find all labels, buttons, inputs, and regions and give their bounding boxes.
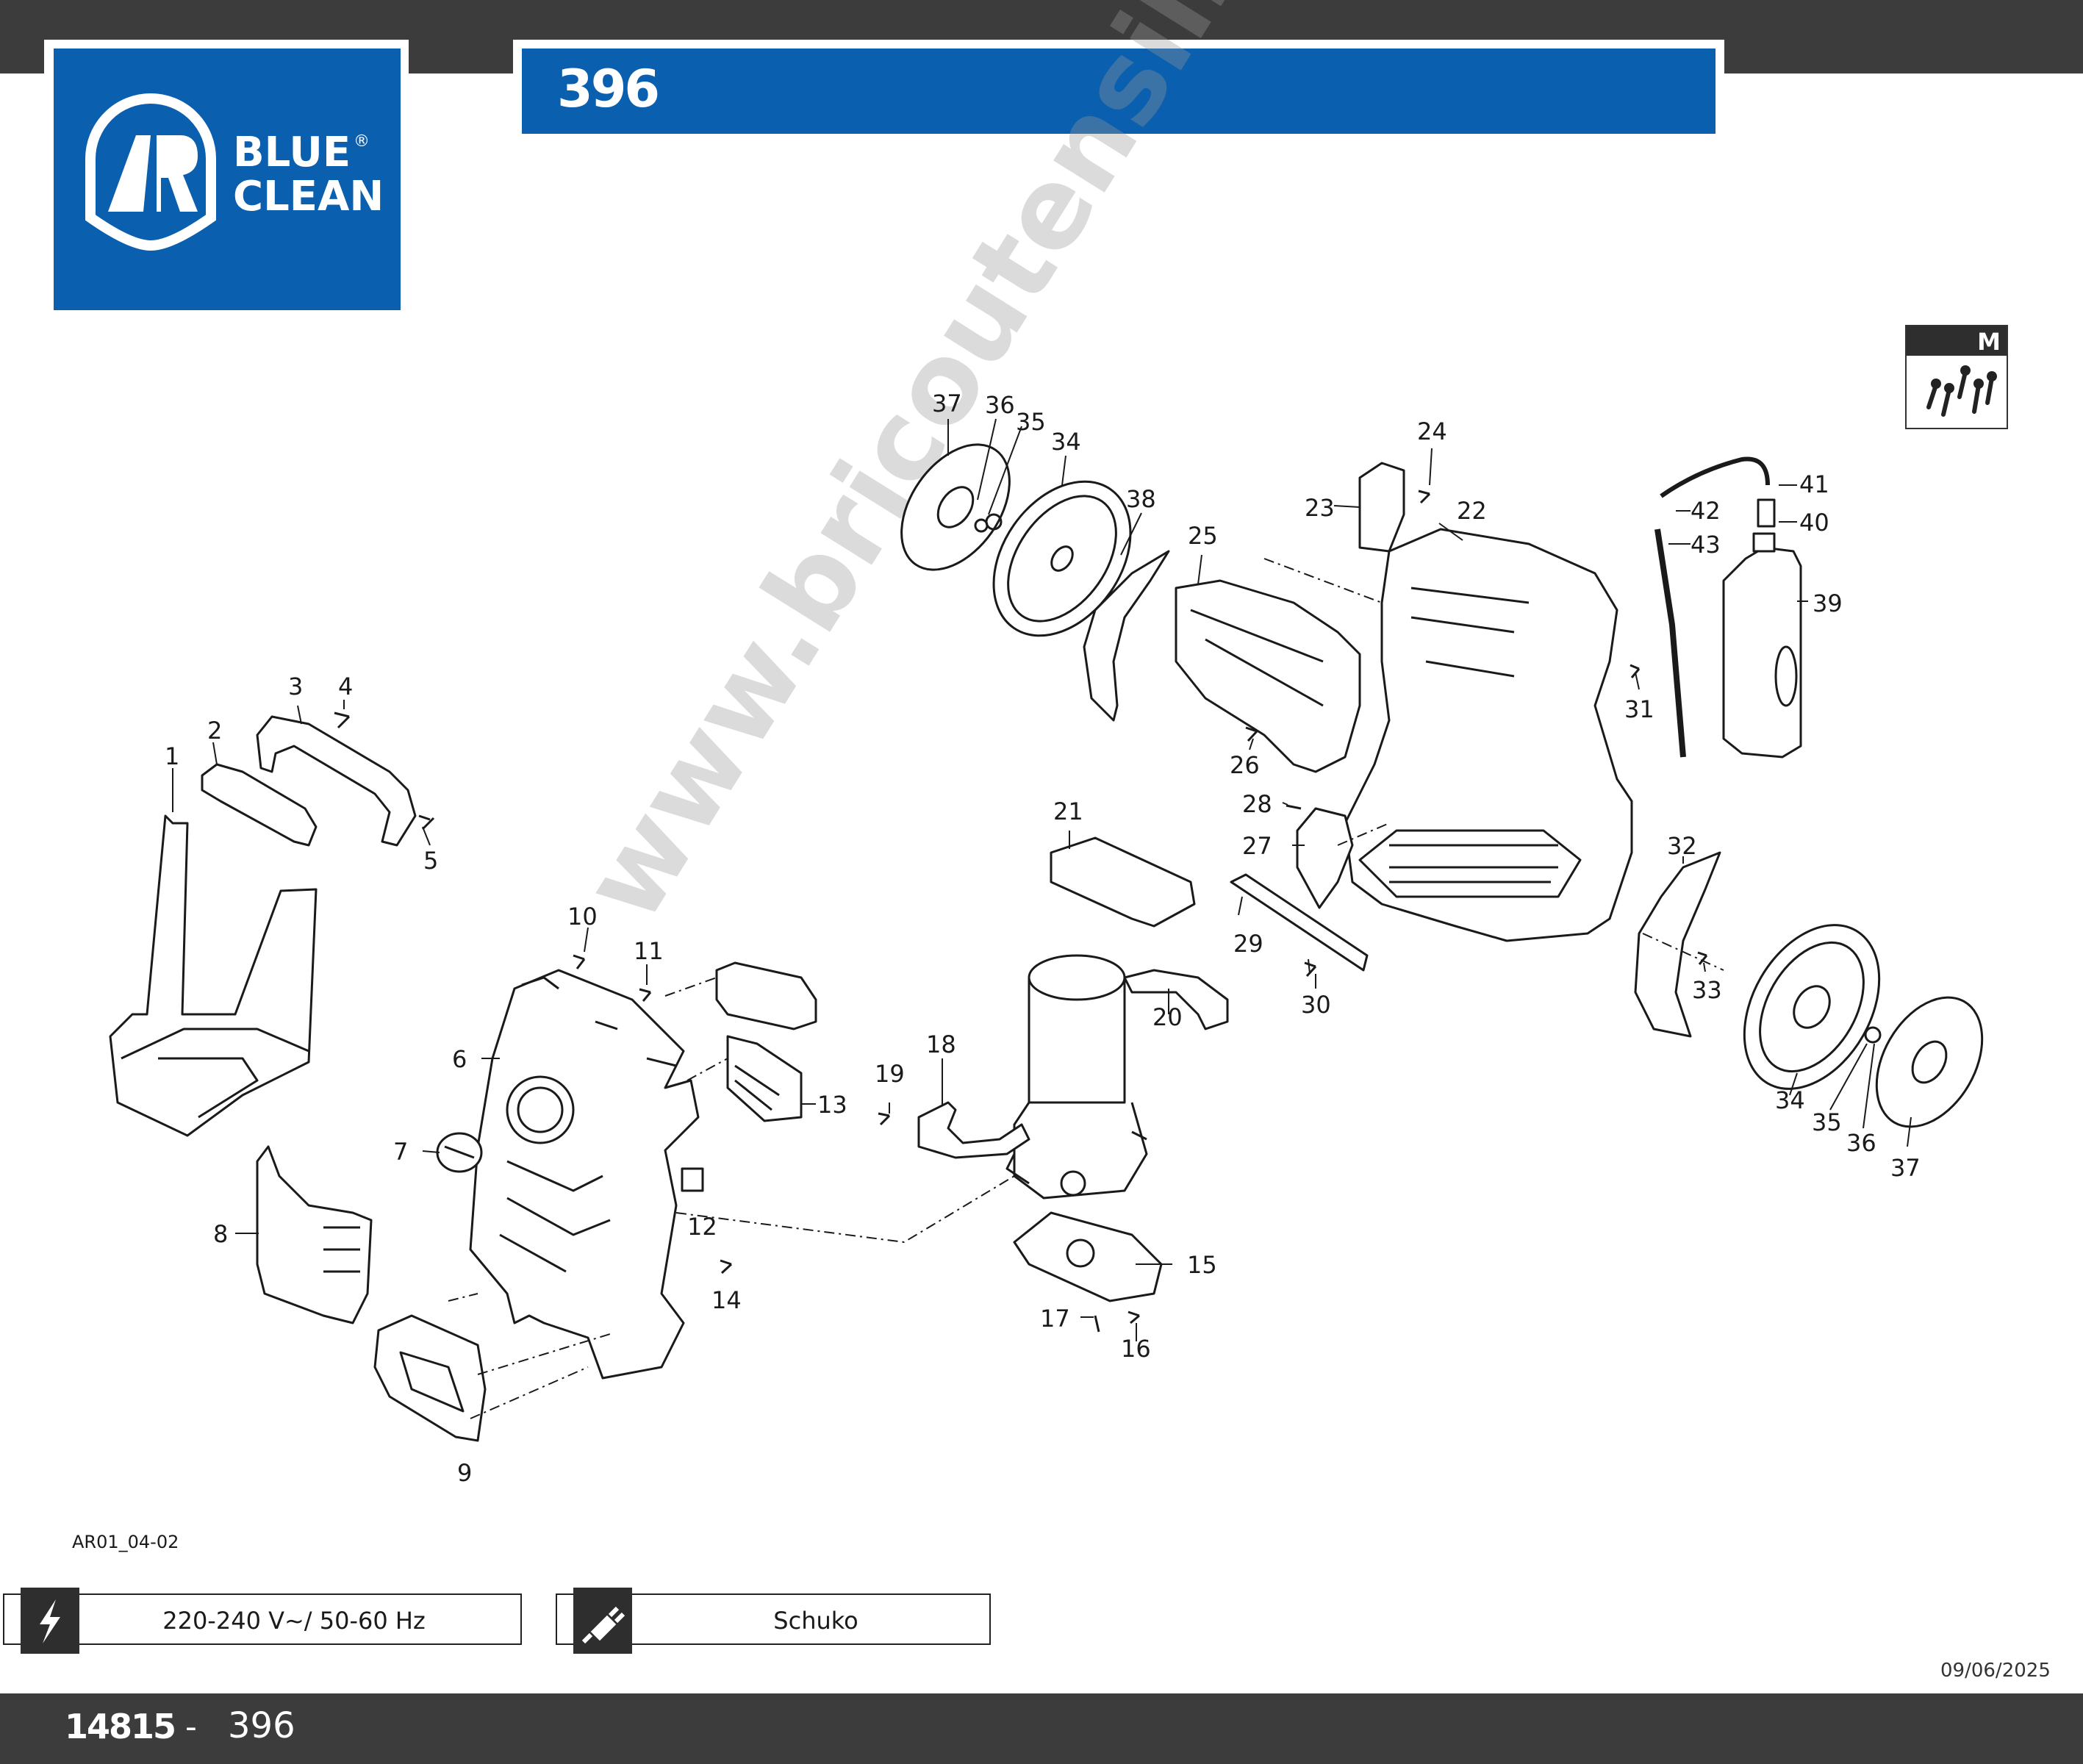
bottom-bar (0, 1693, 2083, 1764)
callout-26: 26 (1230, 751, 1260, 779)
part-handle (256, 715, 417, 847)
callout-19: 19 (875, 1060, 905, 1088)
part-base-plate (1013, 1211, 1163, 1302)
part-detergent-tank (1722, 532, 1802, 759)
callout-28: 28 (1242, 790, 1272, 818)
part-front-cover (469, 969, 700, 1380)
callout-11: 11 (634, 937, 664, 965)
part-bracket-13 (726, 1035, 803, 1122)
publish-date: 09/06/2025 (1940, 1660, 2051, 1682)
screws-icon (1926, 365, 1997, 417)
callout-23: 23 (1305, 494, 1335, 522)
callout-37-right: 37 (1890, 1154, 1921, 1182)
callout-9: 9 (457, 1459, 472, 1487)
title-bar (522, 49, 1715, 134)
part-hose-holder (373, 1314, 487, 1442)
part-bracket-21 (1050, 836, 1196, 928)
exploded-parts-diagram: 1 2 3 4 5 6 7 8 9 10 11 12 13 14 15 16 1… (109, 390, 1984, 1487)
plug-label: Schuko (773, 1607, 858, 1635)
callout-27: 27 (1242, 832, 1272, 860)
callout-20: 20 (1152, 1003, 1183, 1031)
brand-logo: BLUE CLEAN ® (54, 49, 401, 310)
callout-24: 24 (1417, 417, 1447, 445)
callout-2: 2 (207, 717, 222, 745)
callout-5: 5 (423, 847, 438, 875)
footer-code: 14815 (65, 1707, 176, 1746)
callout-18: 18 (926, 1030, 956, 1058)
callout-7: 7 (393, 1138, 408, 1166)
part-side-panel (256, 1145, 373, 1324)
callout-38: 38 (1126, 485, 1156, 513)
part-motor-pump (1005, 954, 1148, 1200)
drawing-code: AR01_04-02 (72, 1532, 179, 1552)
part-clamp-18 (917, 1101, 1030, 1159)
brand-name: BLUE CLEAN (233, 131, 384, 219)
brand-line-1: BLUE (233, 129, 351, 176)
callout-8: 8 (213, 1220, 228, 1248)
callout-41: 41 (1799, 470, 1829, 498)
callout-10: 10 (567, 903, 598, 931)
part-frame (109, 814, 318, 1137)
footer-separator: - (185, 1708, 197, 1746)
brand-line-2: CLEAN (233, 173, 384, 220)
callout-6: 6 (452, 1045, 467, 1073)
screws (334, 490, 1708, 1333)
part-hose-41 (1660, 456, 1776, 528)
kit-badge-letter: M (1977, 328, 2001, 356)
callout-17: 17 (1040, 1305, 1070, 1333)
callout-1: 1 (165, 742, 179, 770)
part-switch-12 (681, 1167, 704, 1192)
footer-model: 396 (228, 1705, 295, 1746)
callout-30: 30 (1301, 991, 1331, 1019)
callout-33: 33 (1692, 976, 1722, 1004)
callout-42: 42 (1691, 497, 1721, 525)
callout-36: 36 (985, 391, 1015, 419)
plug-icon (573, 1588, 632, 1654)
callout-35-right: 35 (1812, 1108, 1842, 1136)
callout-31: 31 (1624, 695, 1654, 723)
part-bracket-25 (1175, 579, 1361, 773)
callout-35: 35 (1016, 408, 1046, 436)
page-title: 396 (557, 59, 660, 119)
callout-39: 39 (1813, 589, 1843, 617)
callout-34-right: 34 (1775, 1086, 1805, 1114)
registered-mark: ® (354, 132, 370, 151)
callout-4: 4 (338, 673, 353, 700)
callout-16: 16 (1121, 1335, 1151, 1363)
part-clamp-20 (1123, 969, 1229, 1030)
callout-37: 37 (932, 390, 962, 417)
part-wheel-cover-38 (1083, 550, 1170, 722)
callout-43: 43 (1691, 531, 1721, 559)
callout-29: 29 (1233, 930, 1263, 958)
part-wheel-cover-32 (1634, 851, 1721, 1038)
kit-badge-header (1907, 326, 2007, 356)
part-chassis (1344, 528, 1633, 942)
callout-12: 12 (687, 1213, 717, 1241)
kit-badge: M (1905, 325, 2008, 429)
callout-14: 14 (711, 1286, 742, 1314)
callout-34: 34 (1051, 428, 1081, 456)
ar-logo-icon (85, 93, 216, 251)
callout-25: 25 (1188, 522, 1218, 550)
voltage-label: 220-240 V~/ 50-60 Hz (162, 1607, 426, 1635)
callout-22: 22 (1457, 497, 1487, 525)
part-handle-cover (201, 763, 318, 847)
part-bracket-27 (1296, 807, 1354, 909)
callout-40: 40 (1799, 509, 1829, 537)
callout-13: 13 (817, 1091, 847, 1119)
lightning-icon (21, 1588, 79, 1654)
callout-15: 15 (1187, 1251, 1217, 1279)
callout-36-right: 36 (1846, 1129, 1876, 1157)
part-rail-29 (1230, 873, 1369, 972)
callout-32: 32 (1667, 832, 1697, 860)
callout-21: 21 (1053, 797, 1083, 825)
part-tube-43 (1654, 528, 1686, 758)
part-clip-23 (1358, 462, 1405, 553)
part-wheel-right (1743, 924, 1984, 1128)
voltage-cell (3, 1593, 522, 1645)
callout-3: 3 (288, 673, 303, 700)
part-knob (436, 1132, 483, 1173)
part-capacitor (715, 961, 817, 1030)
